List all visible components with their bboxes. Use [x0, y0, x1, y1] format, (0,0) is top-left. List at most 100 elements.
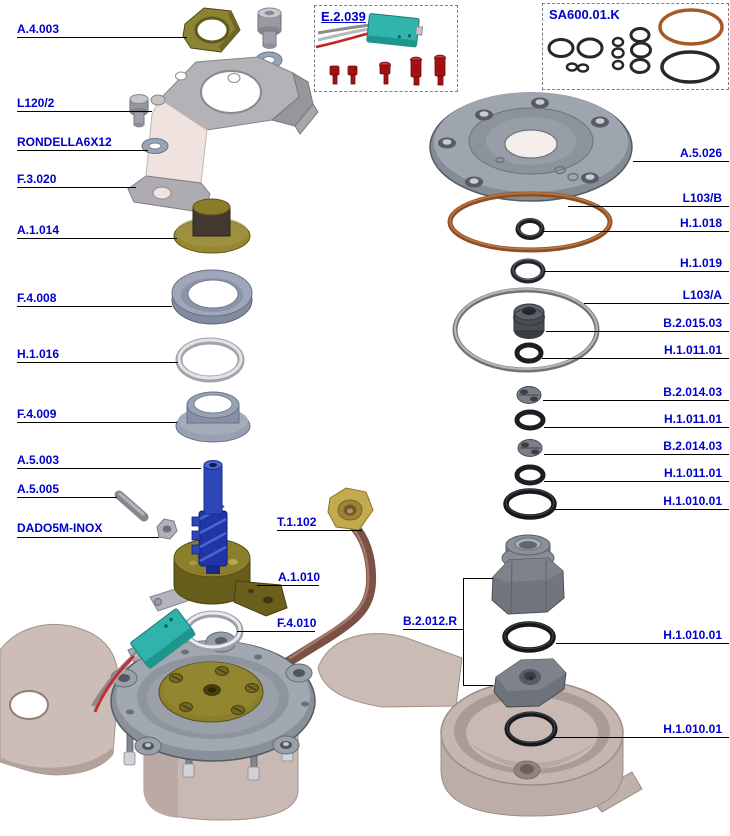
part-ring-h1016: [175, 337, 245, 383]
leader-line: [584, 303, 729, 304]
leader-line: [237, 631, 315, 632]
leader-line: [544, 454, 729, 455]
leader-line: [463, 685, 493, 686]
part-label-a-5-005[interactable]: A.5.005: [17, 482, 60, 496]
part-ring-f4008: [171, 269, 253, 325]
part-gasket-l103b: [447, 191, 613, 253]
leader-line: [556, 643, 729, 644]
part-label-b-2-014-03[interactable]: B.2.014.03: [663, 439, 722, 453]
part-pipe-t1102: [283, 487, 377, 667]
leader-line: [17, 537, 159, 538]
part-label-h-1-010-01[interactable]: H.1.010.01: [663, 722, 722, 736]
kit-box-label[interactable]: SA600.01.K: [549, 7, 620, 22]
kit-box-sa600-01-k: SA600.01.K: [542, 3, 729, 90]
part-gasket-l103a: [452, 287, 600, 373]
part-label-h-1-011-01[interactable]: H.1.011.01: [663, 466, 722, 480]
part-label-a-5-003[interactable]: A.5.003: [17, 453, 60, 467]
leader-line: [17, 362, 178, 363]
part-oring-h1018: [515, 218, 545, 240]
leader-line: [17, 111, 152, 112]
leader-line: [463, 578, 464, 686]
part-pin-a5005: [114, 490, 149, 522]
part-label-h-1-010-01[interactable]: H.1.010.01: [663, 494, 722, 508]
part-label-a-4-003[interactable]: A.4.003: [17, 22, 60, 36]
part-body-right: [317, 633, 643, 817]
leader-line: [542, 358, 729, 359]
kit-terminals: [329, 54, 446, 86]
leader-line: [403, 629, 463, 630]
part-flange-a5026: [429, 92, 633, 202]
part-flange-assembly: [110, 631, 316, 821]
leader-line: [17, 306, 172, 307]
leader-line: [555, 509, 729, 510]
part-fitting-b2012r: [491, 534, 565, 615]
part-label-f-3-020[interactable]: F.3.020: [17, 172, 57, 186]
part-oring-h101101-3: [514, 464, 546, 486]
leader-line: [17, 497, 117, 498]
leader-line: [257, 585, 319, 586]
part-label-b-2-015-03[interactable]: B.2.015.03: [663, 316, 722, 330]
part-label-h-1-011-01[interactable]: H.1.011.01: [663, 343, 722, 357]
leader-line: [463, 578, 493, 579]
leader-line: [17, 150, 148, 151]
part-label-h-1-011-01[interactable]: H.1.011.01: [663, 412, 722, 426]
part-bushing-f4009: [175, 391, 251, 443]
part-label-l103-b[interactable]: L103/B: [682, 191, 722, 205]
leader-line: [633, 161, 729, 162]
part-label-f-4-009[interactable]: F.4.009: [17, 407, 57, 421]
part-oring-h101001-3: [504, 711, 558, 747]
part-nut-dado5m: [156, 518, 178, 540]
leader-line: [17, 468, 201, 469]
part-stem-a5003: [191, 460, 228, 574]
part-disc-b201403-2: [517, 439, 543, 457]
leader-line: [543, 231, 729, 232]
leader-line: [543, 400, 729, 401]
part-label-f-4-010[interactable]: F.4.010: [277, 616, 317, 630]
part-label-f-4-008[interactable]: F.4.008: [17, 291, 57, 305]
part-bracket-f3020: [127, 56, 319, 212]
part-oring-h101001-2: [502, 621, 556, 653]
leader-line: [544, 481, 729, 482]
part-screw-l120-2: [129, 94, 149, 128]
part-label-l103-a[interactable]: L103/A: [682, 288, 722, 302]
part-label-b-2-012-r[interactable]: B.2.012.R: [403, 614, 458, 628]
leader-line: [17, 422, 177, 423]
part-oring-h1019: [510, 258, 546, 284]
leader-line: [553, 737, 729, 738]
kit-box-label[interactable]: E.2.039: [321, 9, 366, 24]
part-label-h-1-016[interactable]: H.1.016: [17, 347, 60, 361]
part-body-left: [0, 623, 119, 776]
part-hexnut-b2012r: [493, 658, 567, 708]
part-bushing-b201503: [513, 303, 545, 339]
part-washer-rondella: [141, 138, 169, 154]
part-oring-h101001-1: [503, 488, 557, 520]
part-gland-a1014: [173, 198, 251, 254]
part-label-a-1-014[interactable]: A.1.014: [17, 223, 60, 237]
part-hexnut-a4003: [182, 7, 241, 53]
part-label-a-1-010[interactable]: A.1.010: [278, 570, 321, 584]
kit-sa600-orings: [547, 8, 724, 84]
part-label-dado5m-inox[interactable]: DADO5M-INOX: [17, 521, 103, 535]
part-label-h-1-018[interactable]: H.1.018: [679, 216, 722, 230]
part-label-b-2-014-03[interactable]: B.2.014.03: [663, 385, 722, 399]
kit-box-e-2-039: E.2.039: [314, 5, 458, 92]
leader-line: [544, 427, 729, 428]
part-label-t-1-102[interactable]: T.1.102: [277, 515, 317, 529]
part-label-h-1-019[interactable]: H.1.019: [679, 256, 722, 270]
part-oring-h101101-1: [514, 342, 544, 364]
kit-microswitch: [366, 13, 424, 48]
part-disc-b201403-1: [516, 386, 542, 404]
part-label-a-5-026[interactable]: A.5.026: [679, 146, 722, 160]
leader-line: [544, 271, 729, 272]
part-label-l120-2[interactable]: L120/2: [17, 96, 55, 110]
leader-line: [568, 206, 729, 207]
part-oring-h101101-2: [514, 409, 546, 431]
part-screw-top: [257, 7, 282, 49]
part-label-rondella6x12[interactable]: RONDELLA6X12: [17, 135, 112, 149]
kit-e2039-contents: [315, 13, 446, 86]
leader-line: [546, 331, 729, 332]
part-label-h-1-010-01[interactable]: H.1.010.01: [663, 628, 722, 642]
